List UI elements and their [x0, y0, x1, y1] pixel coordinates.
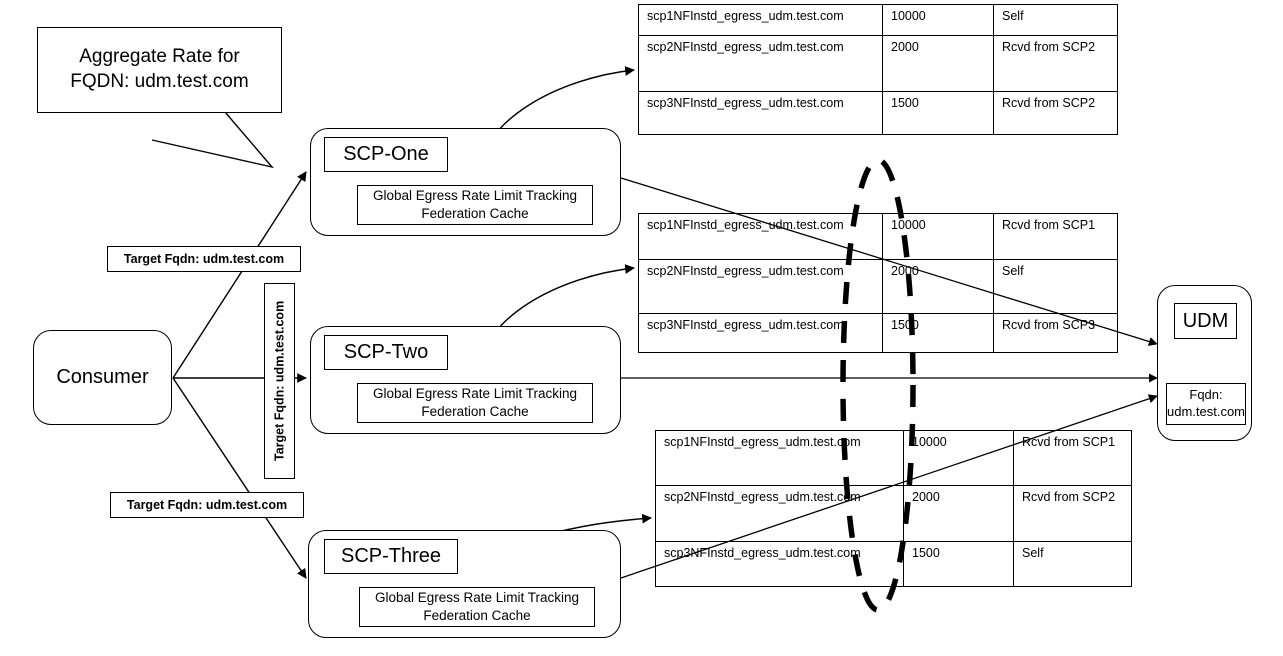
cell-rate: 2000	[882, 35, 994, 92]
cell-key: scp2NFInstd_egress_udm.test.com	[655, 485, 904, 542]
edge-label-bottom-text: Target Fqdn: udm.test.com	[126, 498, 288, 512]
cell-source: Rcvd from SCP3	[993, 313, 1118, 353]
node-udm[interactable]: UDM Fqdn: udm.test.com	[1157, 285, 1252, 441]
udm-fqdn-box: Fqdn: udm.test.com	[1166, 383, 1246, 425]
cell-source: Rcvd from SCP1	[1013, 430, 1132, 486]
edge-label-bottom: Target Fqdn: udm.test.com	[110, 492, 304, 518]
scp-three-title-box: SCP-Three	[324, 539, 458, 574]
cell-key: scp3NFInstd_egress_udm.test.com	[638, 313, 883, 353]
scp-three-cache-line-2: Federation Cache	[423, 608, 531, 623]
cell-rate: 10000	[882, 4, 994, 36]
scp-three-label: SCP-Three	[340, 545, 442, 567]
cell-source: Rcvd from SCP1	[993, 213, 1118, 260]
callout-line-1: Aggregate Rate for	[79, 46, 240, 68]
edge-label-middle-text: Target Fqdn: udm.test.com	[272, 300, 287, 462]
scp-two-cache-box: Global Egress Rate Limit Tracking Federa…	[357, 383, 593, 423]
cell-source: Self	[993, 4, 1118, 36]
cell-source: Rcvd from SCP2	[993, 35, 1118, 92]
scp-one-cache-box: Global Egress Rate Limit Tracking Federa…	[357, 185, 593, 225]
cell-key: scp3NFInstd_egress_udm.test.com	[638, 91, 883, 135]
cell-source: Self	[993, 259, 1118, 314]
scp-three-cache-box: Global Egress Rate Limit Tracking Federa…	[359, 587, 595, 627]
cell-key: scp1NFInstd_egress_udm.test.com	[638, 4, 883, 36]
scp-three-cache-table: scp1NFInstd_egress_udm.test.com 10000 Rc…	[655, 430, 1132, 587]
table-row: scp1NFInstd_egress_udm.test.com 10000 Se…	[638, 4, 1118, 36]
node-scp-two[interactable]: SCP-Two Global Egress Rate Limit Trackin…	[310, 326, 621, 434]
udm-label: UDM	[1182, 309, 1229, 332]
scp-two-cache-line-1: Global Egress Rate Limit Tracking	[372, 385, 578, 401]
table-row: scp3NFInstd_egress_udm.test.com 1500 Sel…	[655, 541, 1132, 587]
node-consumer[interactable]: Consumer	[33, 330, 172, 425]
cell-source: Rcvd from SCP2	[1013, 485, 1132, 542]
cell-rate: 1500	[882, 91, 994, 135]
callout-line-2: FQDN: udm.test.com	[70, 71, 249, 92]
cell-source: Rcvd from SCP2	[993, 91, 1118, 135]
edge-label-top-text: Target Fqdn: udm.test.com	[123, 252, 285, 266]
aggregate-rate-callout: Aggregate Rate for FQDN: udm.test.com	[37, 27, 282, 113]
node-scp-one[interactable]: SCP-One Global Egress Rate Limit Trackin…	[310, 128, 621, 236]
scp-two-cache-table: scp1NFInstd_egress_udm.test.com 10000 Rc…	[638, 213, 1118, 353]
cell-key: scp3NFInstd_egress_udm.test.com	[655, 541, 904, 587]
udm-title-box: UDM	[1174, 303, 1237, 339]
table-row: scp2NFInstd_egress_udm.test.com 2000 Sel…	[638, 259, 1118, 314]
scp-one-cache-table: scp1NFInstd_egress_udm.test.com 10000 Se…	[638, 4, 1118, 135]
cell-rate: 10000	[903, 430, 1014, 486]
table-row: scp2NFInstd_egress_udm.test.com 2000 Rcv…	[655, 485, 1132, 542]
consumer-label: Consumer	[56, 366, 149, 388]
cell-rate: 1500	[903, 541, 1014, 587]
scp-one-cache-line-1: Global Egress Rate Limit Tracking	[372, 187, 578, 203]
scp-one-title-box: SCP-One	[324, 137, 448, 172]
udm-fqdn-line-1: Fqdn:	[1189, 387, 1223, 403]
callout-pointer	[151, 111, 274, 169]
cell-rate: 10000	[882, 213, 994, 260]
cell-source: Self	[1013, 541, 1132, 587]
udm-fqdn-line-2: udm.test.com	[1166, 404, 1246, 419]
scp-one-label: SCP-One	[343, 143, 429, 165]
node-scp-three[interactable]: SCP-Three Global Egress Rate Limit Track…	[308, 530, 621, 638]
cell-key: scp2NFInstd_egress_udm.test.com	[638, 35, 883, 92]
cell-key: scp1NFInstd_egress_udm.test.com	[655, 430, 904, 486]
edge-label-top: Target Fqdn: udm.test.com	[107, 246, 301, 272]
scp-two-title-box: SCP-Two	[324, 335, 448, 370]
scp-one-cache-line-2: Federation Cache	[421, 206, 529, 221]
table-row: scp2NFInstd_egress_udm.test.com 2000 Rcv…	[638, 35, 1118, 92]
table-row: scp1NFInstd_egress_udm.test.com 10000 Rc…	[638, 213, 1118, 260]
table-row: scp3NFInstd_egress_udm.test.com 1500 Rcv…	[638, 91, 1118, 135]
scp-two-label: SCP-Two	[343, 341, 429, 363]
table-row: scp1NFInstd_egress_udm.test.com 10000 Rc…	[655, 430, 1132, 486]
scp-two-cache-line-2: Federation Cache	[421, 404, 529, 419]
cell-rate: 2000	[882, 259, 994, 314]
cell-key: scp1NFInstd_egress_udm.test.com	[638, 213, 883, 260]
edge-label-middle: Target Fqdn: udm.test.com	[264, 283, 295, 479]
table-row: scp3NFInstd_egress_udm.test.com 1500 Rcv…	[638, 313, 1118, 353]
cell-rate: 1500	[882, 313, 994, 353]
scp-three-cache-line-1: Global Egress Rate Limit Tracking	[374, 589, 580, 605]
cell-rate: 2000	[903, 485, 1014, 542]
cell-key: scp2NFInstd_egress_udm.test.com	[638, 259, 883, 314]
